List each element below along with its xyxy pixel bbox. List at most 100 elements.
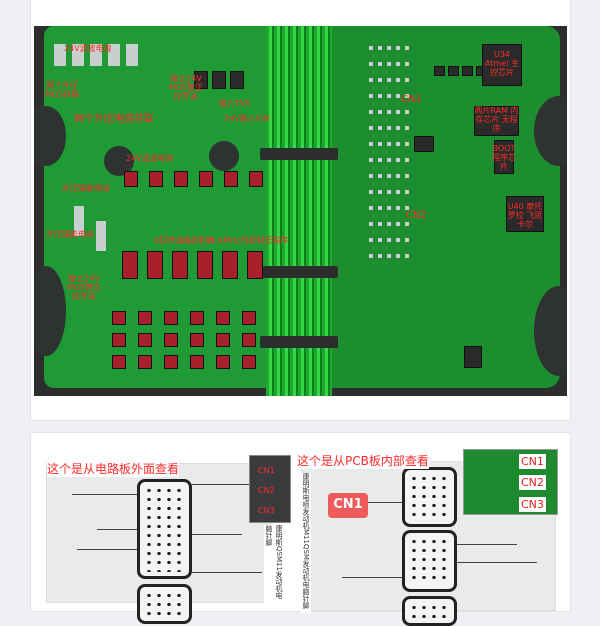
pcb-component <box>396 110 400 114</box>
pcb-component <box>387 62 391 66</box>
pcb-component <box>434 66 445 76</box>
mount-hole <box>209 141 239 171</box>
pcb-component <box>387 238 391 242</box>
pcb-component <box>405 158 409 162</box>
pcb-label: BOOT 程序芯片 <box>492 144 516 171</box>
pcb-component <box>369 238 373 242</box>
cn1-badge: CN1 <box>328 493 368 518</box>
pcb-image-card: 24V滤波电容 两个升压MOS并联 两个升压电感并联 独立24V MOS管正控开… <box>30 0 571 421</box>
pcb-component <box>405 254 409 258</box>
pcb-component <box>249 171 263 187</box>
pcb-component <box>242 311 256 325</box>
pcb-label: CN2 <box>406 210 427 221</box>
pcb-component <box>369 190 373 194</box>
pcb-component <box>96 221 106 251</box>
pcb-component <box>405 94 409 98</box>
vertical-caption-right: 康明斯电喷发动机M11QSM发动机电脑针脚 <box>301 473 311 613</box>
ribbon-bar <box>260 336 338 348</box>
connector-outline <box>137 584 192 624</box>
pcb-component <box>405 222 409 226</box>
pcb-component <box>396 78 400 82</box>
ribbon-bar <box>260 148 338 160</box>
pcb-component <box>405 174 409 178</box>
pcb-label: CN1 <box>401 94 422 105</box>
pcb-component <box>378 206 382 210</box>
pcb-component <box>387 46 391 50</box>
pcb-component <box>122 251 138 279</box>
pcb-label: 24V滤波电容 <box>64 44 112 53</box>
pcb-component <box>396 254 400 258</box>
pcb-label: 24V滤波电容 <box>126 154 174 163</box>
pcb-component <box>396 126 400 130</box>
pcb-component <box>369 222 373 226</box>
pcb-component <box>369 158 373 162</box>
pcb-component <box>216 333 230 347</box>
pcb-component <box>387 110 391 114</box>
pcb-component <box>242 355 256 369</box>
pcb-label: 输入TVS <box>219 99 251 108</box>
pcb-component <box>112 311 126 325</box>
pcb-component <box>396 94 400 98</box>
pcb-component <box>197 251 213 279</box>
pcb-component <box>369 174 373 178</box>
pcb-component <box>405 142 409 146</box>
pcb-component <box>378 94 382 98</box>
pin-line <box>457 544 517 545</box>
pcb-label: 两个升压MOS并联 <box>44 81 80 99</box>
pcb-component <box>387 142 391 146</box>
inset-label: CN1 <box>519 454 546 469</box>
pcb-component <box>242 333 256 347</box>
pcb-label: 升压储能电容 <box>46 230 94 239</box>
pcb-component <box>387 78 391 82</box>
pcb-component <box>405 206 409 210</box>
pcb-component <box>172 251 188 279</box>
pcb-component <box>164 333 178 347</box>
pcb-component <box>369 126 373 130</box>
pcb-component <box>216 311 230 325</box>
pcb-component <box>147 251 163 279</box>
pin-line <box>457 562 537 563</box>
pcb-component <box>378 254 382 258</box>
ribbon-bar <box>260 266 338 278</box>
pcb-component <box>190 355 204 369</box>
pcb-label: 独立24V MOS管正控开关 <box>66 274 102 301</box>
pcb-component <box>387 174 391 178</box>
pcb-component <box>190 311 204 325</box>
pcb-label: 6缸喷油嘴控制器 AMI公司控制无程序 <box>154 236 289 245</box>
pcb-component <box>396 142 400 146</box>
pcb-component <box>212 71 226 89</box>
pin-line <box>72 494 137 495</box>
pcb-component <box>224 171 238 187</box>
pcb-component <box>464 346 482 368</box>
inset-label: CN2 <box>519 475 546 490</box>
pcb-component <box>190 333 204 347</box>
pcb-component <box>405 62 409 66</box>
pcb-component <box>405 78 409 82</box>
pcb-component <box>90 44 102 66</box>
pcb-component <box>199 171 213 187</box>
connector-outline <box>402 467 457 527</box>
pcb-label: 两个升压电感并联 <box>74 114 154 125</box>
pcb-component <box>369 206 373 210</box>
pcb-component <box>387 254 391 258</box>
inset-label: CN3 <box>519 497 546 512</box>
pcb-component <box>396 174 400 178</box>
pcb-inset-photo: CN1 CN2 CN3 <box>463 449 558 515</box>
pin-line <box>77 549 137 550</box>
ram-chip <box>474 106 519 136</box>
pcb-component <box>405 110 409 114</box>
pcb-component <box>378 126 382 130</box>
connector-image-card: 这个是从电路板外面查看 CN1 CN2 CN3 康明斯QSM11发动机电脑针脚 … <box>30 432 571 626</box>
pin-line <box>192 572 262 573</box>
pin-line <box>97 529 137 530</box>
pin-line <box>342 577 402 578</box>
pin-line <box>192 484 262 485</box>
pcb-component <box>369 62 373 66</box>
pcb-top-photo: 24V滤波电容 两个升压MOS并联 两个升压电感并联 独立24V MOS管正控开… <box>34 26 567 396</box>
pcb-label: U34 Atmel 主控芯片 <box>485 50 519 77</box>
photo-label: CN1 <box>258 466 275 475</box>
mount-hole <box>534 286 567 376</box>
pcb-component <box>396 238 400 242</box>
pcb-component <box>74 206 84 236</box>
pcb-component <box>387 190 391 194</box>
